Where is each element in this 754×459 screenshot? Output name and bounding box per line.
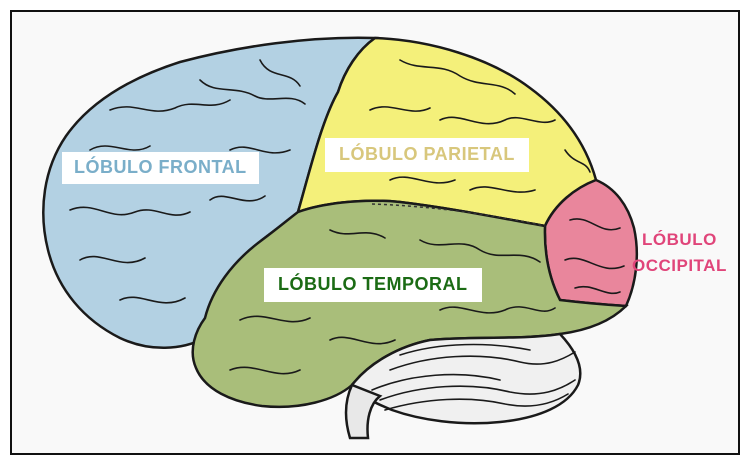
brainstem-region (346, 385, 380, 438)
frontal-lobe-label: LÓBULO FRONTAL (62, 152, 259, 184)
occipital-label-line-2: OCCIPITAL (632, 253, 727, 279)
temporal-lobe-label: LÓBULO TEMPORAL (264, 268, 482, 302)
occipital-lobe-label: LÓBULO OCCIPITAL (632, 227, 727, 278)
parietal-lobe-label: LÓBULO PARIETAL (325, 138, 529, 172)
occipital-label-line-1: LÓBULO (632, 227, 727, 253)
